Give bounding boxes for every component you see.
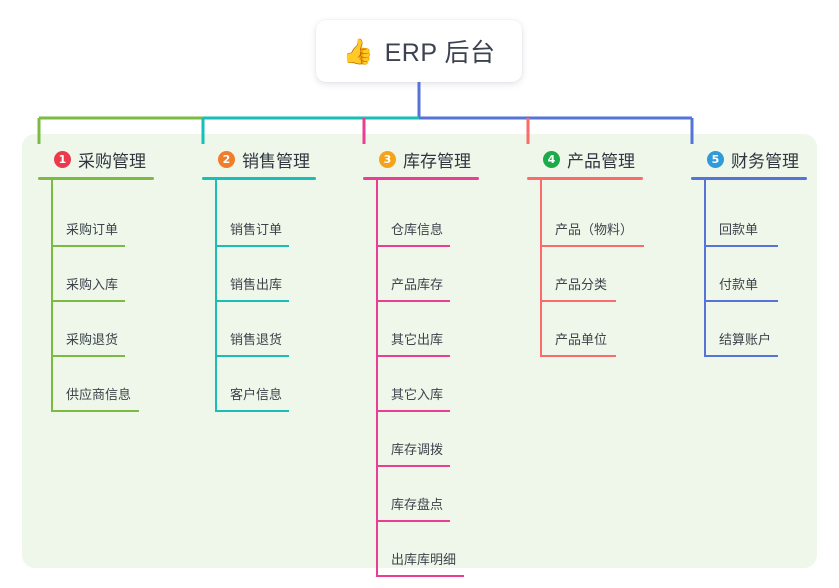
root-node-label: ERP 后台 (384, 39, 496, 67)
branch-item-label: 产品（物料） (555, 222, 634, 237)
branch-title-2: 销售管理 (242, 151, 310, 171)
branch-badge-3: 3 (379, 150, 396, 168)
branch-item-rule (52, 300, 125, 302)
branch-badge-4: 4 (543, 150, 560, 168)
branch-item-label: 结算账户 (719, 332, 772, 347)
branch-item-label: 采购退货 (66, 332, 119, 347)
branch-header-4[interactable]: 4 产品管理 (543, 146, 687, 172)
branch-header-rule-1 (38, 177, 154, 180)
branch-header-rule-3 (363, 177, 479, 180)
branch-item-rule (216, 410, 289, 412)
branch-item-label: 客户信息 (230, 387, 283, 402)
branch-item-rule (216, 245, 289, 247)
branch-header-1[interactable]: 1 采购管理 (54, 146, 188, 172)
branch-spine-5 (704, 180, 706, 357)
branch-badge-2: 2 (218, 150, 235, 168)
branch-spine-2 (215, 180, 217, 412)
branch-column-2: 2 销售管理销售订单销售出库销售退货客户信息 (202, 146, 352, 412)
branch-header-5[interactable]: 5 财务管理 (707, 146, 839, 172)
branch-item-rule (216, 300, 289, 302)
branch-item-label: 出库库明细 (391, 552, 457, 567)
root-node[interactable]: 👍 ERP 后台 (316, 20, 522, 82)
branch-item-label: 供应商信息 (66, 387, 132, 402)
branch-header-rule-2 (202, 177, 316, 180)
branch-spine-4 (540, 180, 542, 357)
branch-column-5: 5 财务管理回款单付款单结算账户 (691, 146, 839, 357)
branch-item-label: 库存盘点 (391, 497, 444, 512)
branch-item-rule (541, 300, 616, 302)
branch-header-rule-4 (527, 177, 643, 180)
branch-item-rule (541, 355, 616, 357)
branch-title-3: 库存管理 (403, 151, 471, 171)
branch-spine-3 (376, 180, 378, 577)
branch-column-1: 1 采购管理采购订单采购入库采购退货供应商信息 (38, 146, 188, 412)
branch-item-label: 其它入库 (391, 387, 444, 402)
branch-badge-5: 5 (707, 150, 724, 168)
branch-item-rule (377, 245, 450, 247)
branches-panel (22, 134, 817, 568)
branch-header-3[interactable]: 3 库存管理 (379, 146, 513, 172)
branch-item-rule (377, 575, 464, 577)
branch-header-rule-5 (691, 177, 807, 180)
branch-item-label: 仓库信息 (391, 222, 444, 237)
branch-item-label: 回款单 (719, 222, 759, 237)
thumbs-up-icon: 👍 (342, 36, 374, 66)
branch-title-1: 采购管理 (78, 151, 146, 171)
branch-item-rule (52, 355, 125, 357)
branch-item-rule (377, 520, 450, 522)
branch-item-label: 付款单 (719, 277, 759, 292)
branch-item-rule (705, 300, 778, 302)
branch-item-label: 其它出库 (391, 332, 444, 347)
branch-item-label: 库存调拨 (391, 442, 444, 457)
branch-item-rule (705, 245, 778, 247)
branch-item-label: 产品库存 (391, 277, 444, 292)
branch-title-4: 产品管理 (567, 151, 635, 171)
branch-item-rule (52, 245, 125, 247)
branch-item-label: 销售出库 (230, 277, 283, 292)
branch-item-rule (377, 465, 450, 467)
branch-spine-1 (51, 180, 53, 412)
branch-item-label: 采购订单 (66, 222, 119, 237)
branch-item-rule (377, 355, 450, 357)
branch-item-label: 采购入库 (66, 277, 119, 292)
branch-item-label: 销售订单 (230, 222, 283, 237)
branch-item-rule (541, 245, 644, 247)
branch-item-rule (52, 410, 139, 412)
branch-header-2[interactable]: 2 销售管理 (218, 146, 352, 172)
branch-column-4: 4 产品管理产品（物料） 产品分类产品单位 (527, 146, 687, 357)
branch-item-rule (377, 410, 450, 412)
branch-item-rule (216, 355, 289, 357)
branch-item-rule (377, 300, 450, 302)
branch-badge-1: 1 (54, 150, 71, 168)
branch-item-label: 产品单位 (555, 332, 608, 347)
branch-item-label: 销售退货 (230, 332, 283, 347)
branch-item-label: 产品分类 (555, 277, 608, 292)
branch-column-3: 3 库存管理仓库信息产品库存其它出库其它入库库存调拨库存盘点出库库明细 (363, 146, 513, 577)
branch-title-5: 财务管理 (731, 151, 799, 171)
branch-item-rule (705, 355, 778, 357)
